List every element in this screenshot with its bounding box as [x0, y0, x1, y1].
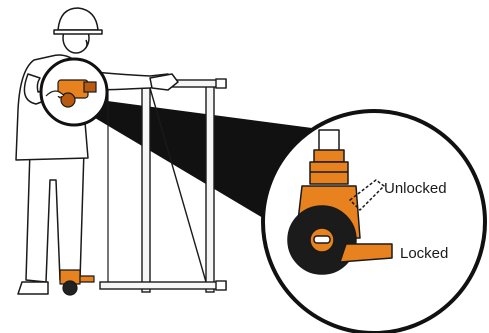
label-unlocked: Unlocked: [384, 180, 447, 197]
label-locked: Locked: [400, 245, 448, 262]
small-caster-bottom: [60, 270, 94, 295]
locked-lever: [340, 244, 392, 262]
